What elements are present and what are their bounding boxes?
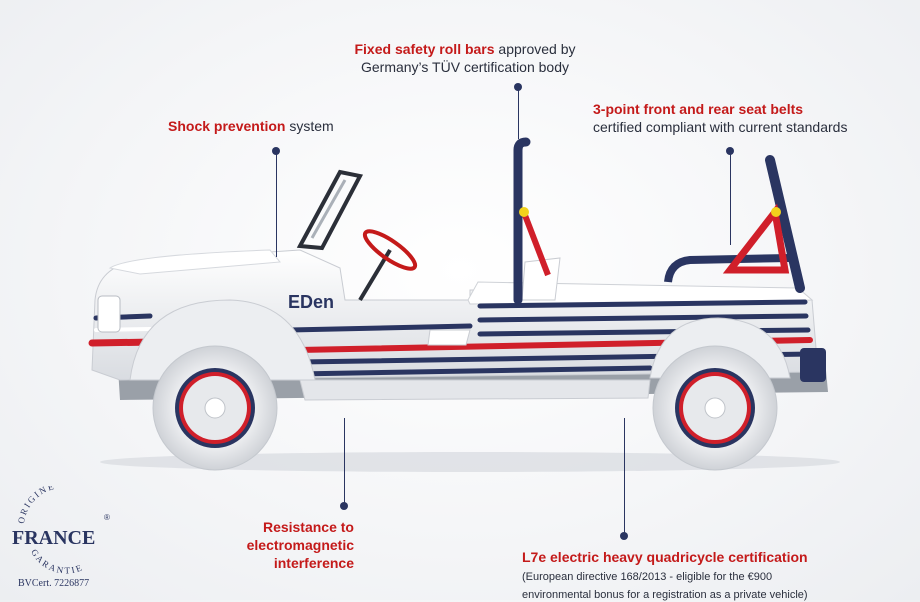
badge-cert-text: BVCert. 7226877 — [18, 578, 90, 589]
callout-l7e-small2: environmental bonus for a registration a… — [522, 589, 808, 601]
callout-emi-line3: interference — [273, 555, 354, 571]
leader-line-roll-bars — [518, 87, 519, 139]
callout-shock-bold: Shock prevention — [168, 118, 286, 134]
callout-seat-belts: 3-point front and rear seat belts certif… — [593, 100, 893, 136]
callout-shock-prevention: Shock prevention system — [168, 117, 388, 135]
leader-dot-l7e — [620, 532, 628, 540]
svg-text:ORIGINE: ORIGINE — [16, 486, 57, 524]
callout-shock-rest: system — [285, 118, 334, 134]
badge-main-text: FRANCE — [12, 527, 95, 549]
badge-registered-mark: ® — [104, 513, 110, 522]
callout-l7e-bold: L7e electric heavy quadricycle certifica… — [522, 549, 808, 565]
callout-emi-line2: electromagnetic — [246, 537, 354, 553]
callout-roll-bars-rest2: Germany’s TÜV certification body — [360, 59, 569, 75]
leader-dot-emi — [340, 502, 348, 510]
leader-line-l7e — [624, 418, 625, 536]
callout-l7e-small1: (European directive 168/2013 - eligible … — [522, 571, 773, 583]
svg-text:GARANTIE: GARANTIE — [29, 547, 85, 575]
leader-line-emi — [344, 418, 345, 506]
leader-line-shock — [276, 151, 277, 257]
leader-line-seat-belts — [730, 151, 731, 245]
callout-l7e: L7e electric heavy quadricycle certifica… — [522, 548, 902, 602]
callout-roll-bars-rest: approved by — [494, 41, 576, 57]
badge-bottom-text: GARANTIE — [29, 547, 83, 575]
origine-france-garantie-badge: ORIGINE GARANTIE FRANCE ® — [12, 486, 110, 576]
callout-emi-line1: Resistance to — [262, 519, 354, 535]
callout-roll-bars-bold: Fixed safety roll bars — [354, 41, 495, 57]
badge-top-text: ORIGINE — [16, 486, 55, 524]
callout-emi: Resistance to electromagnetic interferen… — [190, 518, 354, 572]
callout-roll-bars: Fixed safety roll bars approved by Germa… — [330, 40, 600, 76]
callout-seat-belts-bold: 3-point front and rear seat belts — [593, 101, 804, 117]
brand-logo: EDen — [288, 292, 334, 312]
callout-seat-belts-rest: certified compliant with current standar… — [593, 119, 848, 135]
